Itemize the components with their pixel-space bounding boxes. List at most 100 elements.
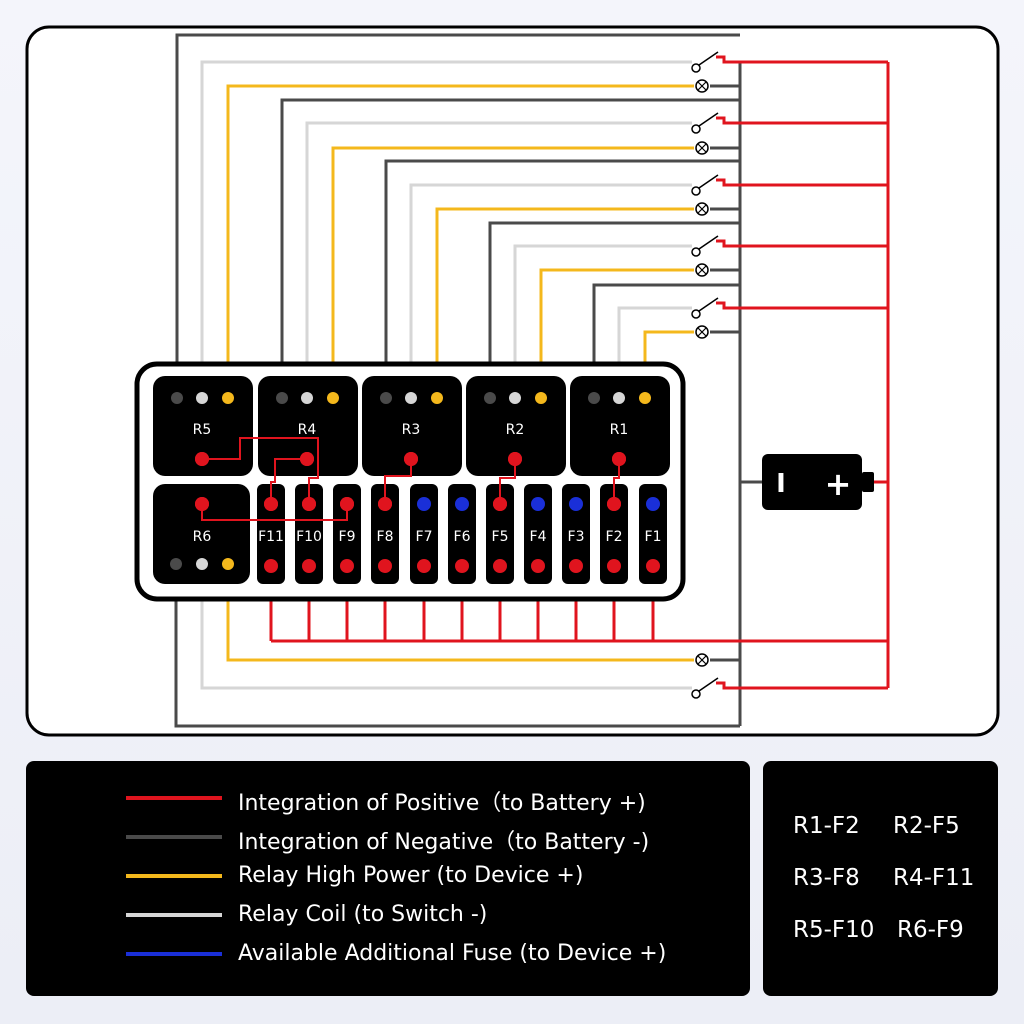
fuse-bottom-pin — [493, 559, 507, 573]
legend-item: Integration of Negative（to Battery -) — [26, 822, 750, 855]
fuse-top-pin — [455, 497, 469, 511]
relay-pin-high-power — [431, 392, 443, 404]
fuse-label: F10 — [296, 529, 322, 545]
jumper-endpoint — [195, 452, 209, 466]
switch-icon — [691, 63, 701, 73]
negative-wire — [175, 33, 740, 398]
internal-jumper-layer — [195, 437, 626, 521]
lamp-icon — [697, 204, 707, 214]
legend-item: Relay Coil (to Switch -) — [26, 900, 750, 930]
relay-fuse-jumper — [202, 437, 319, 504]
battery-terminal — [862, 472, 874, 492]
lamp-icon — [697, 265, 707, 275]
relay-fuse-pair: R5-F10 — [793, 917, 875, 943]
relay-pin-coil — [405, 392, 417, 404]
legend-label: Available Additional Fuse (to Device +) — [238, 941, 667, 966]
fuse-slot — [257, 484, 285, 584]
fuse-bottom-pin — [302, 559, 316, 573]
relay-pin-high-power — [222, 558, 234, 570]
relay-fuse-jumper — [499, 459, 516, 504]
wire-color-legend: Integration of Positive（to Battery +) In… — [26, 761, 750, 996]
battery: I + — [762, 454, 874, 510]
negative-wire — [384, 159, 740, 398]
fuse-label: F6 — [454, 529, 471, 545]
fuse-label: F9 — [339, 529, 356, 545]
relay-pin-high-power — [327, 392, 339, 404]
jumper-endpoint — [195, 497, 209, 511]
fuse-bottom-pin — [569, 559, 583, 573]
fuse-label: F1 — [645, 529, 662, 545]
jumper-endpoint — [612, 452, 626, 466]
negative-wire — [174, 564, 740, 728]
switch-icon — [691, 309, 701, 319]
fuse-slot — [486, 484, 514, 584]
jumper-endpoint — [264, 497, 278, 511]
relay-pin-negative — [170, 558, 182, 570]
wire-layer — [174, 33, 890, 728]
relay-label: R3 — [402, 422, 421, 438]
battery-minus-symbol: I — [776, 469, 786, 499]
fuse-bottom-pin — [417, 559, 431, 573]
negative-wire — [592, 283, 740, 398]
fuse-slot — [600, 484, 628, 584]
fuse-label: F2 — [606, 529, 623, 545]
relay-label: R4 — [298, 422, 317, 438]
fuse-slot — [410, 484, 438, 584]
fuse-bottom-pin — [264, 559, 278, 573]
switch-icon — [698, 677, 719, 692]
relay-label: R1 — [610, 422, 629, 438]
lamp-icon — [697, 81, 707, 91]
relay-label: R2 — [506, 422, 525, 438]
switch-icon — [691, 247, 701, 257]
switch-feed-wire — [716, 681, 888, 690]
high-power-wire — [435, 207, 694, 398]
legend-label: Integration of Negative（to Battery -) — [238, 830, 650, 855]
fuse-label: F4 — [530, 529, 547, 545]
fuse-bottom-pin — [607, 559, 621, 573]
lamp-icon — [697, 655, 707, 665]
fuse-bottom-pin — [378, 559, 392, 573]
relay-fuse-map: R1-F2 R2-F5 R3-F8 R4-F11 R5-F10 R6-F9 — [763, 761, 998, 996]
switch-feed-wire — [716, 178, 888, 187]
relay-fuse-jumper — [613, 459, 620, 504]
legend-item: Available Additional Fuse (to Device +) — [26, 939, 750, 969]
fuse-top-pin — [417, 497, 431, 511]
battery-plus-symbol: + — [825, 465, 852, 503]
fuse-slot — [524, 484, 552, 584]
coil-wire — [305, 121, 692, 398]
relay-pin-coil — [509, 392, 521, 404]
relay-fuse-pair: R4-F11 — [893, 865, 975, 891]
legend-swatch-additional-fuse — [126, 952, 222, 956]
fuse-slot — [639, 484, 667, 584]
relay-pin-negative — [380, 392, 392, 404]
relay-pin-high-power — [639, 392, 651, 404]
fuse-bottom-pin — [340, 559, 354, 573]
relay-fuse-jumper — [201, 504, 348, 521]
fuse-label: F5 — [492, 529, 509, 545]
high-power-wire — [226, 84, 694, 398]
legend-label: Integration of Positive（to Battery +) — [238, 791, 646, 816]
lamp-icon — [697, 143, 707, 153]
relay-label: R6 — [193, 529, 212, 545]
legend-label: Relay High Power (to Device +) — [238, 863, 584, 888]
relay-pin-high-power — [535, 392, 547, 404]
lamp-icon — [697, 327, 707, 337]
legend-swatch-negative — [126, 835, 222, 839]
jumper-endpoint — [508, 452, 522, 466]
switch-icon — [691, 186, 701, 196]
relay-pin-coil — [613, 392, 625, 404]
switch-icon — [691, 124, 701, 134]
jumper-endpoint — [302, 497, 316, 511]
relay-fuse-pair: R2-F5 — [893, 813, 960, 839]
fuse-top-pin — [569, 497, 583, 511]
switch-icon — [691, 689, 701, 699]
jumper-endpoint — [404, 452, 418, 466]
switch-feed-wire — [716, 55, 888, 64]
fuse-slot — [448, 484, 476, 584]
relay-fuse-pair: R6-F9 — [897, 917, 964, 943]
coil-wire — [200, 564, 692, 690]
fuse-label: F3 — [568, 529, 585, 545]
high-power-wire — [331, 146, 694, 398]
high-power-wire — [539, 268, 694, 398]
